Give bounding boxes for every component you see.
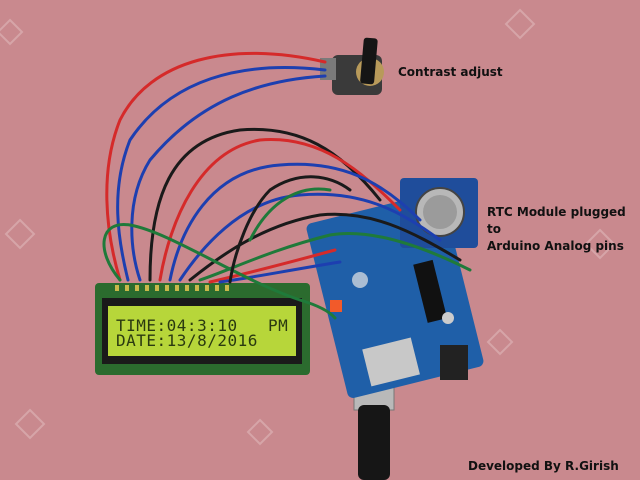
rtc-caption: RTC Module plugged to Arduino Analog pin… xyxy=(487,204,637,255)
lcd-module xyxy=(95,283,310,375)
developer-caption: Developed By R.Girish xyxy=(468,459,619,473)
rtc-caption-line2: Arduino Analog pins xyxy=(487,239,624,253)
lcd-time-line: TIME:04:3:10 PM xyxy=(116,316,289,335)
jumper-wires xyxy=(102,51,472,320)
rtc-caption-line1: RTC Module plugged to xyxy=(487,205,626,236)
potentiometer xyxy=(320,37,384,95)
contrast-adjust-caption: Contrast adjust xyxy=(398,65,503,79)
rtc-module xyxy=(400,178,478,248)
lcd-date-line: DATE:13/8/2016 xyxy=(116,331,258,350)
